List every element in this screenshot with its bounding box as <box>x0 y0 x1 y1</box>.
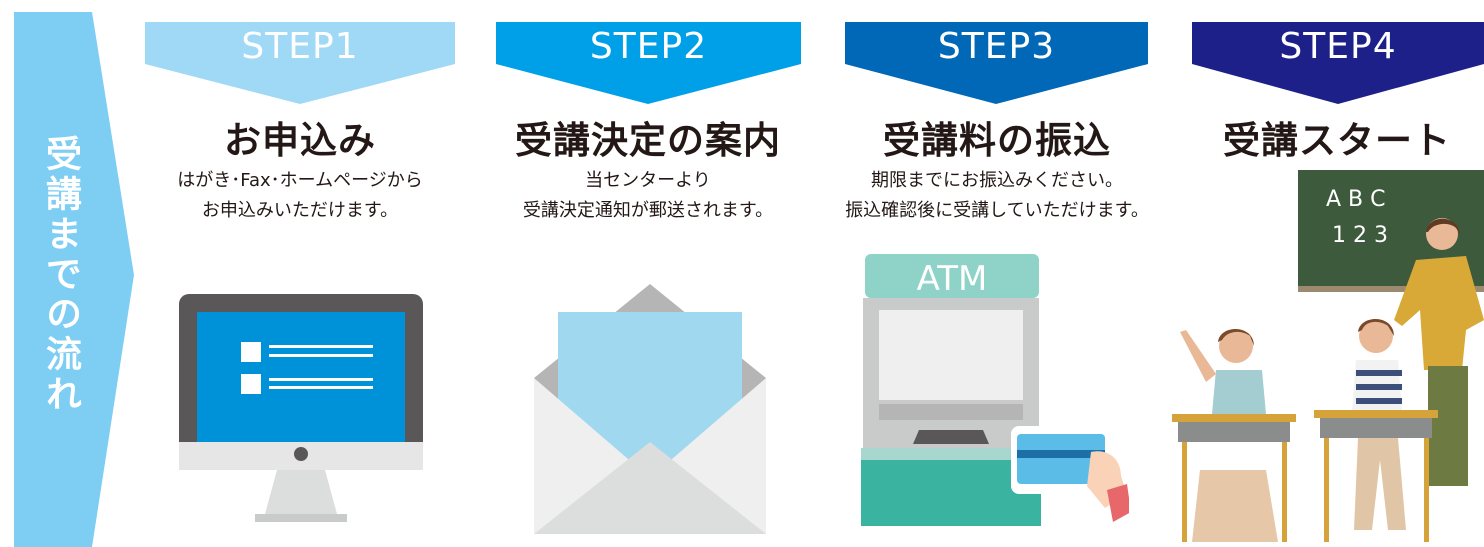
atm-text: ATM <box>917 259 988 299</box>
step-1-banner <box>145 22 455 104</box>
classroom-icon: A B C 1 2 3 <box>1172 170 1484 542</box>
step-1-desc-line1: はがき･Fax･ホームページから <box>177 170 423 191</box>
computer-monitor-icon <box>179 294 423 522</box>
board-text-1: A B C <box>1326 187 1386 212</box>
step-2-desc-line2: 受講決定通知が郵送されます。 <box>522 200 774 221</box>
side-flow-label: 受講までの流れ <box>40 135 81 415</box>
step-1-title: お申込み <box>224 119 376 162</box>
step-2-label: STEP2 <box>589 26 708 67</box>
board-text-2: 1 2 3 <box>1332 223 1388 248</box>
step-2-desc-line1: 当センターより <box>585 170 711 191</box>
step-2-title: 受講決定の案内 <box>515 119 781 162</box>
step-1: STEP1 お申込み はがき･Fax･ホームページから お申込みいただけます。 <box>145 0 465 547</box>
step-3-description: 期限までにお振込みください。 振込確認後に受講していただけます。 <box>797 166 1197 226</box>
step-1-description: はがき･Fax･ホームページから お申込みいただけます。 <box>100 166 500 226</box>
step-3: STEP3 受講料の振込 期限までにお振込みください。 振込確認後に受講していた… <box>845 0 1165 547</box>
step-2: STEP2 受講決定の案内 当センターより 受講決定通知が郵送されます。 <box>496 0 816 547</box>
step-3-label: STEP3 <box>937 26 1056 67</box>
step-1-desc-line2: お申込みいただけます。 <box>201 200 399 221</box>
step-1-label: STEP1 <box>241 26 359 67</box>
envelope-icon <box>534 284 766 534</box>
side-flow-arrow <box>14 12 134 547</box>
atm-icon: ATM <box>861 254 1129 526</box>
step-4-title: 受講スタート <box>1223 119 1451 162</box>
step-3-title: 受講料の振込 <box>883 119 1111 162</box>
step-3-desc-line1: 期限までにお振込みください。 <box>871 170 1123 191</box>
step-2-banner <box>496 22 801 104</box>
step-4: STEP4 受講スタート A B C 1 2 3 <box>1172 0 1484 547</box>
step-4-banner <box>1192 22 1484 104</box>
step-3-desc-line2: 振込確認後に受講していただけます。 <box>845 200 1149 221</box>
step-2-description: 当センターより 受講決定通知が郵送されます。 <box>448 166 848 226</box>
step-3-banner <box>845 22 1148 104</box>
step-4-label: STEP4 <box>1279 26 1397 67</box>
